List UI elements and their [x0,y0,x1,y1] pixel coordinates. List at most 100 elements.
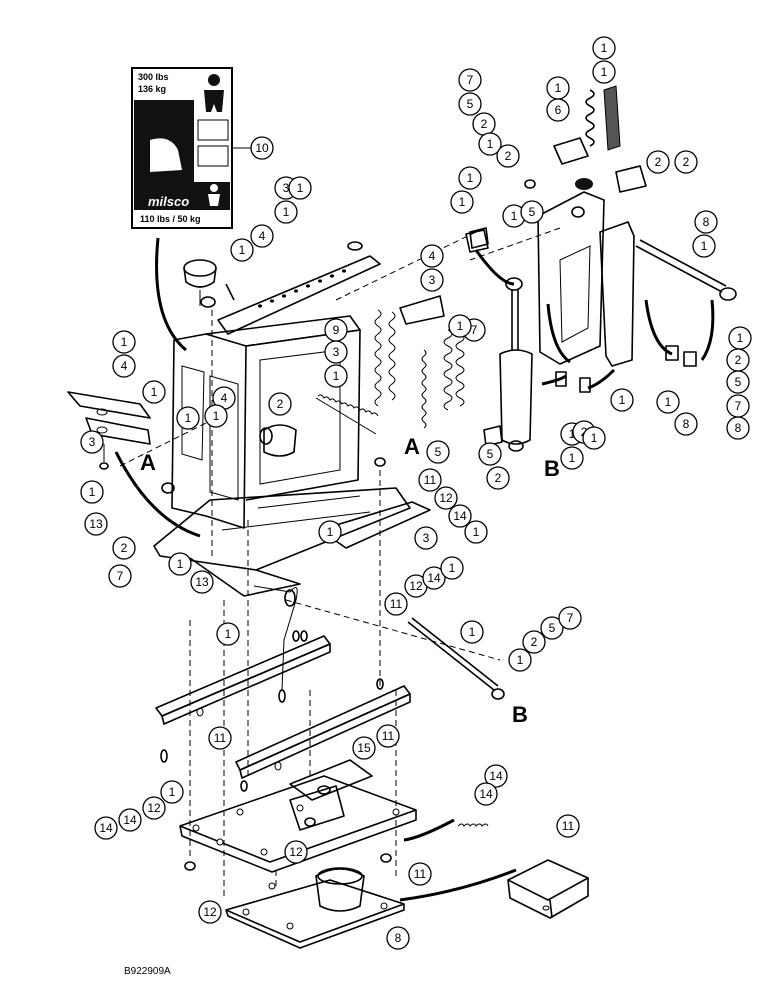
callout-14: 14 [118,808,142,832]
leader-arrows [114,237,715,902]
svg-text:8: 8 [683,417,690,431]
svg-text:3: 3 [333,345,340,359]
callout-1: 1 [582,426,606,450]
callout-14: 14 [448,504,472,528]
springs [315,295,465,435]
svg-text:1: 1 [283,205,290,219]
callout-1: 1 [168,552,192,576]
callout-8: 8 [694,210,718,234]
callout-1: 1 [546,76,570,100]
svg-text:4: 4 [121,359,128,373]
callout-14: 14 [422,566,446,590]
callout-2: 2 [674,150,698,174]
svg-text:2: 2 [531,635,538,649]
callout-5: 5 [520,200,544,224]
callout-1: 1 [592,36,616,60]
svg-text:1: 1 [169,785,176,799]
callout-5: 5 [426,440,450,464]
callout-1: 1 [728,326,752,350]
svg-text:1: 1 [449,561,456,575]
callout-1: 1 [610,388,634,412]
svg-text:5: 5 [487,447,494,461]
callout-bubbles: 1041311419317143141231152713111121413113… [80,36,752,950]
callout-2: 2 [112,536,136,560]
callout-14: 14 [474,782,498,806]
callout-7: 7 [726,394,750,418]
callout-3: 3 [324,340,348,364]
callout-8: 8 [726,416,750,440]
svg-text:12: 12 [409,579,423,593]
callout-8: 8 [386,926,410,950]
svg-text:5: 5 [735,375,742,389]
callout-11: 11 [556,814,580,838]
reference-letters: A A B B [140,434,560,727]
callout-5: 5 [458,92,482,116]
callout-7: 7 [458,68,482,92]
callout-1: 1 [204,404,228,428]
svg-text:2: 2 [655,155,662,169]
callout-13: 13 [84,512,108,536]
svg-text:8: 8 [735,421,742,435]
base-plate [153,487,431,597]
callout-1: 1 [656,390,680,414]
svg-text:5: 5 [435,445,442,459]
release-cable [253,585,300,703]
svg-text:15: 15 [357,741,371,755]
callout-1: 1 [448,314,472,338]
shock-absorber [469,227,533,452]
slide-rails [155,630,411,779]
ref-letter-a-right: A [404,434,420,459]
svg-text:12: 12 [203,905,217,919]
svg-text:2: 2 [481,117,488,131]
svg-text:7: 7 [467,73,474,87]
callout-1: 1 [318,520,342,544]
callout-1: 1 [112,330,136,354]
svg-text:4: 4 [429,249,436,263]
callout-2: 2 [472,112,496,136]
svg-text:11: 11 [424,473,437,487]
callout-4: 4 [212,386,236,410]
svg-text:1: 1 [701,239,708,253]
svg-text:3: 3 [429,273,436,287]
callout-1: 1 [592,60,616,84]
svg-text:8: 8 [703,215,710,229]
callout-1: 1 [508,648,532,672]
callout-5: 5 [478,442,502,466]
callout-1: 1 [80,480,104,504]
svg-text:1: 1 [591,431,598,445]
weight-decal: 300 lbs 136 kg milsco 110 lbs / 50 kg [131,67,252,229]
svg-text:10: 10 [255,141,269,155]
callout-2: 2 [646,150,670,174]
svg-text:1: 1 [333,369,340,383]
callout-11: 11 [208,726,232,750]
svg-text:2: 2 [495,471,502,485]
svg-text:1: 1 [619,393,626,407]
callout-1: 1 [692,234,716,258]
svg-text:1: 1 [225,627,232,641]
callout-2: 2 [486,466,510,490]
svg-text:1: 1 [601,41,608,55]
callout-12: 12 [434,486,458,510]
callout-1: 1 [464,520,488,544]
svg-text:1: 1 [185,411,192,425]
callout-1: 1 [450,190,474,214]
svg-text:1: 1 [177,557,184,571]
callout-1: 1 [460,620,484,644]
decal-max-lbs: 300 lbs [138,72,169,82]
svg-text:7: 7 [735,399,742,413]
left-bracket [67,391,151,470]
svg-text:3: 3 [89,435,96,449]
svg-text:9: 9 [333,323,340,337]
svg-text:14: 14 [489,769,503,783]
svg-text:13: 13 [195,575,209,589]
svg-text:11: 11 [562,819,575,833]
callout-1: 1 [458,166,482,190]
svg-text:1: 1 [665,395,672,409]
decal-max-kg: 136 kg [138,84,166,94]
svg-text:14: 14 [453,509,467,523]
callout-1: 1 [142,380,166,404]
svg-text:1: 1 [569,427,576,441]
svg-text:1: 1 [737,331,744,345]
callout-12: 12 [142,796,166,820]
svg-text:1: 1 [459,195,466,209]
